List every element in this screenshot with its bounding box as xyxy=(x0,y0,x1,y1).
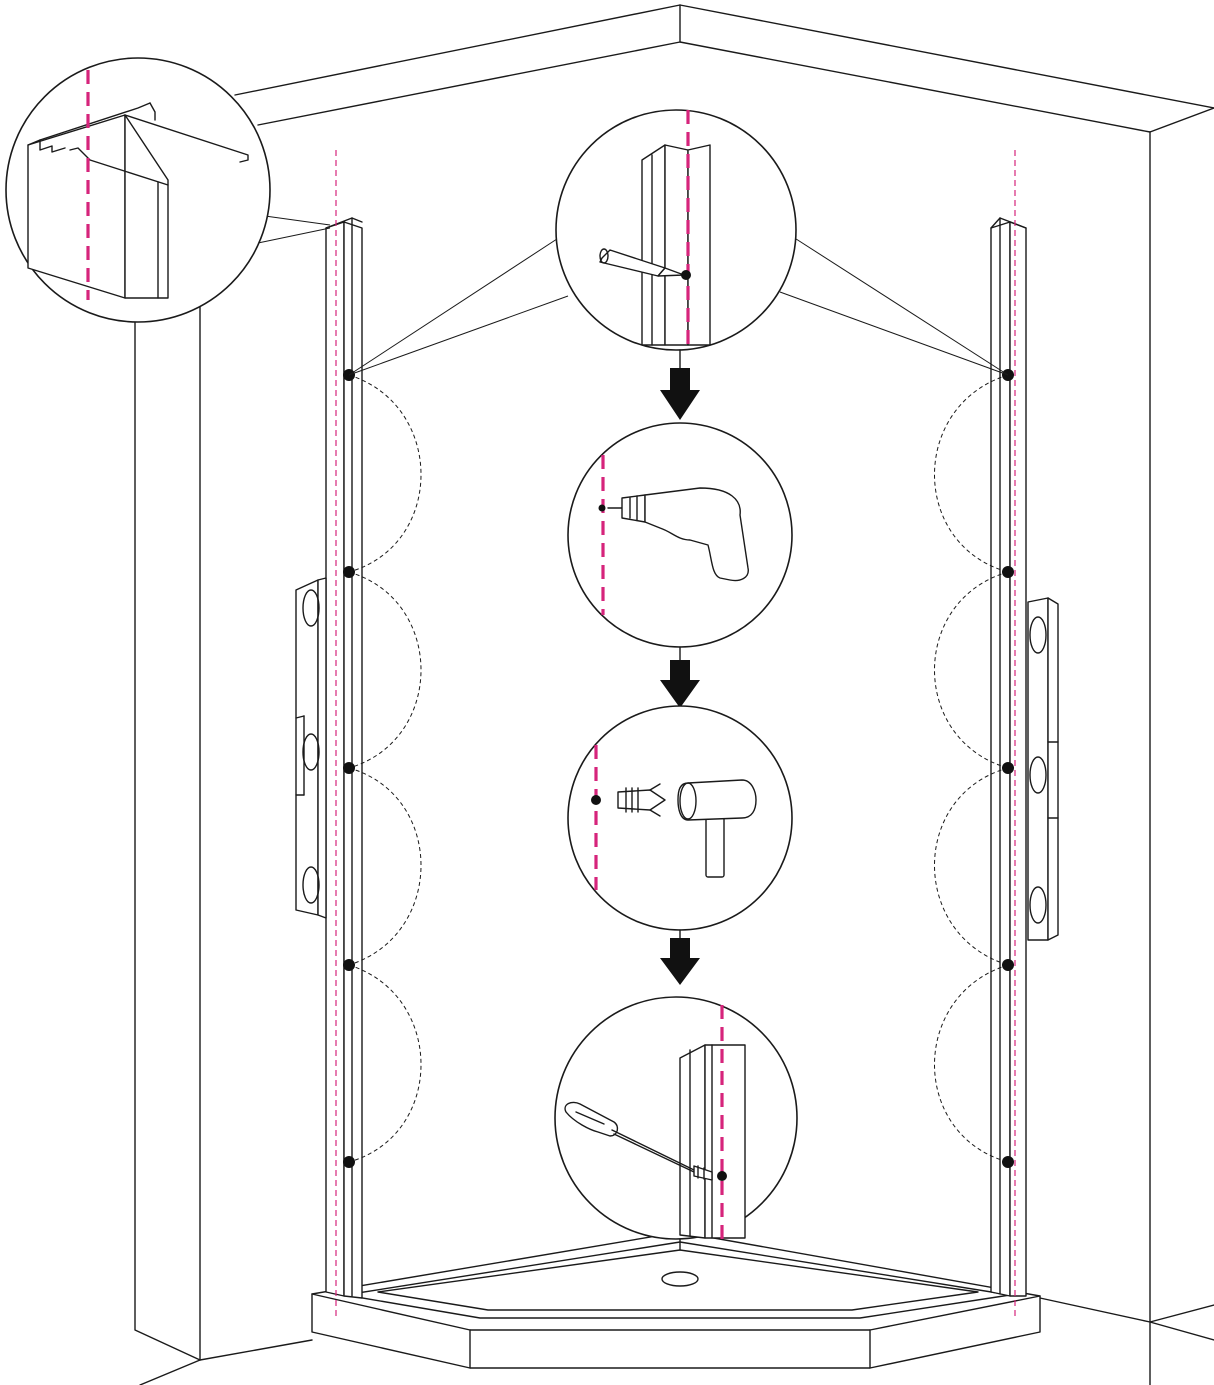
hole-marker xyxy=(1002,566,1014,578)
right-hinge-bracket xyxy=(1027,597,1059,941)
left-hinge-bracket xyxy=(295,577,327,919)
hole-spacing-arcs xyxy=(348,374,1009,1163)
hole-markers xyxy=(343,369,1014,1168)
hole-marker xyxy=(1002,762,1014,774)
mallet-icon xyxy=(677,779,757,878)
room-walls xyxy=(134,4,1214,1385)
drill-icon xyxy=(607,487,749,582)
step-mark-holes-circle xyxy=(555,109,797,351)
profile-detail-circle xyxy=(5,57,271,323)
hole-marker xyxy=(1002,1156,1014,1168)
step-arrow xyxy=(660,349,700,420)
screwdriver-icon xyxy=(564,1101,695,1173)
right-wall-profile xyxy=(990,150,1059,1320)
hole-marker xyxy=(343,959,355,971)
hole-marker xyxy=(1002,959,1014,971)
detail-leader-lines xyxy=(257,215,1009,376)
step-screw-profile-circle xyxy=(554,996,798,1240)
hole-marker xyxy=(343,762,355,774)
wall-plug-icon xyxy=(617,783,666,817)
step-arrow xyxy=(660,646,700,708)
shower-tray xyxy=(311,1231,1041,1369)
hole-marker xyxy=(343,1156,355,1168)
hole-marker xyxy=(343,566,355,578)
screw-icon xyxy=(693,1165,713,1181)
step-drill-holes-circle xyxy=(567,422,793,648)
pencil-icon xyxy=(599,248,685,277)
left-wall-profile xyxy=(295,150,363,1320)
step-insert-plugs-circle xyxy=(567,705,793,931)
step-arrow xyxy=(660,929,700,985)
